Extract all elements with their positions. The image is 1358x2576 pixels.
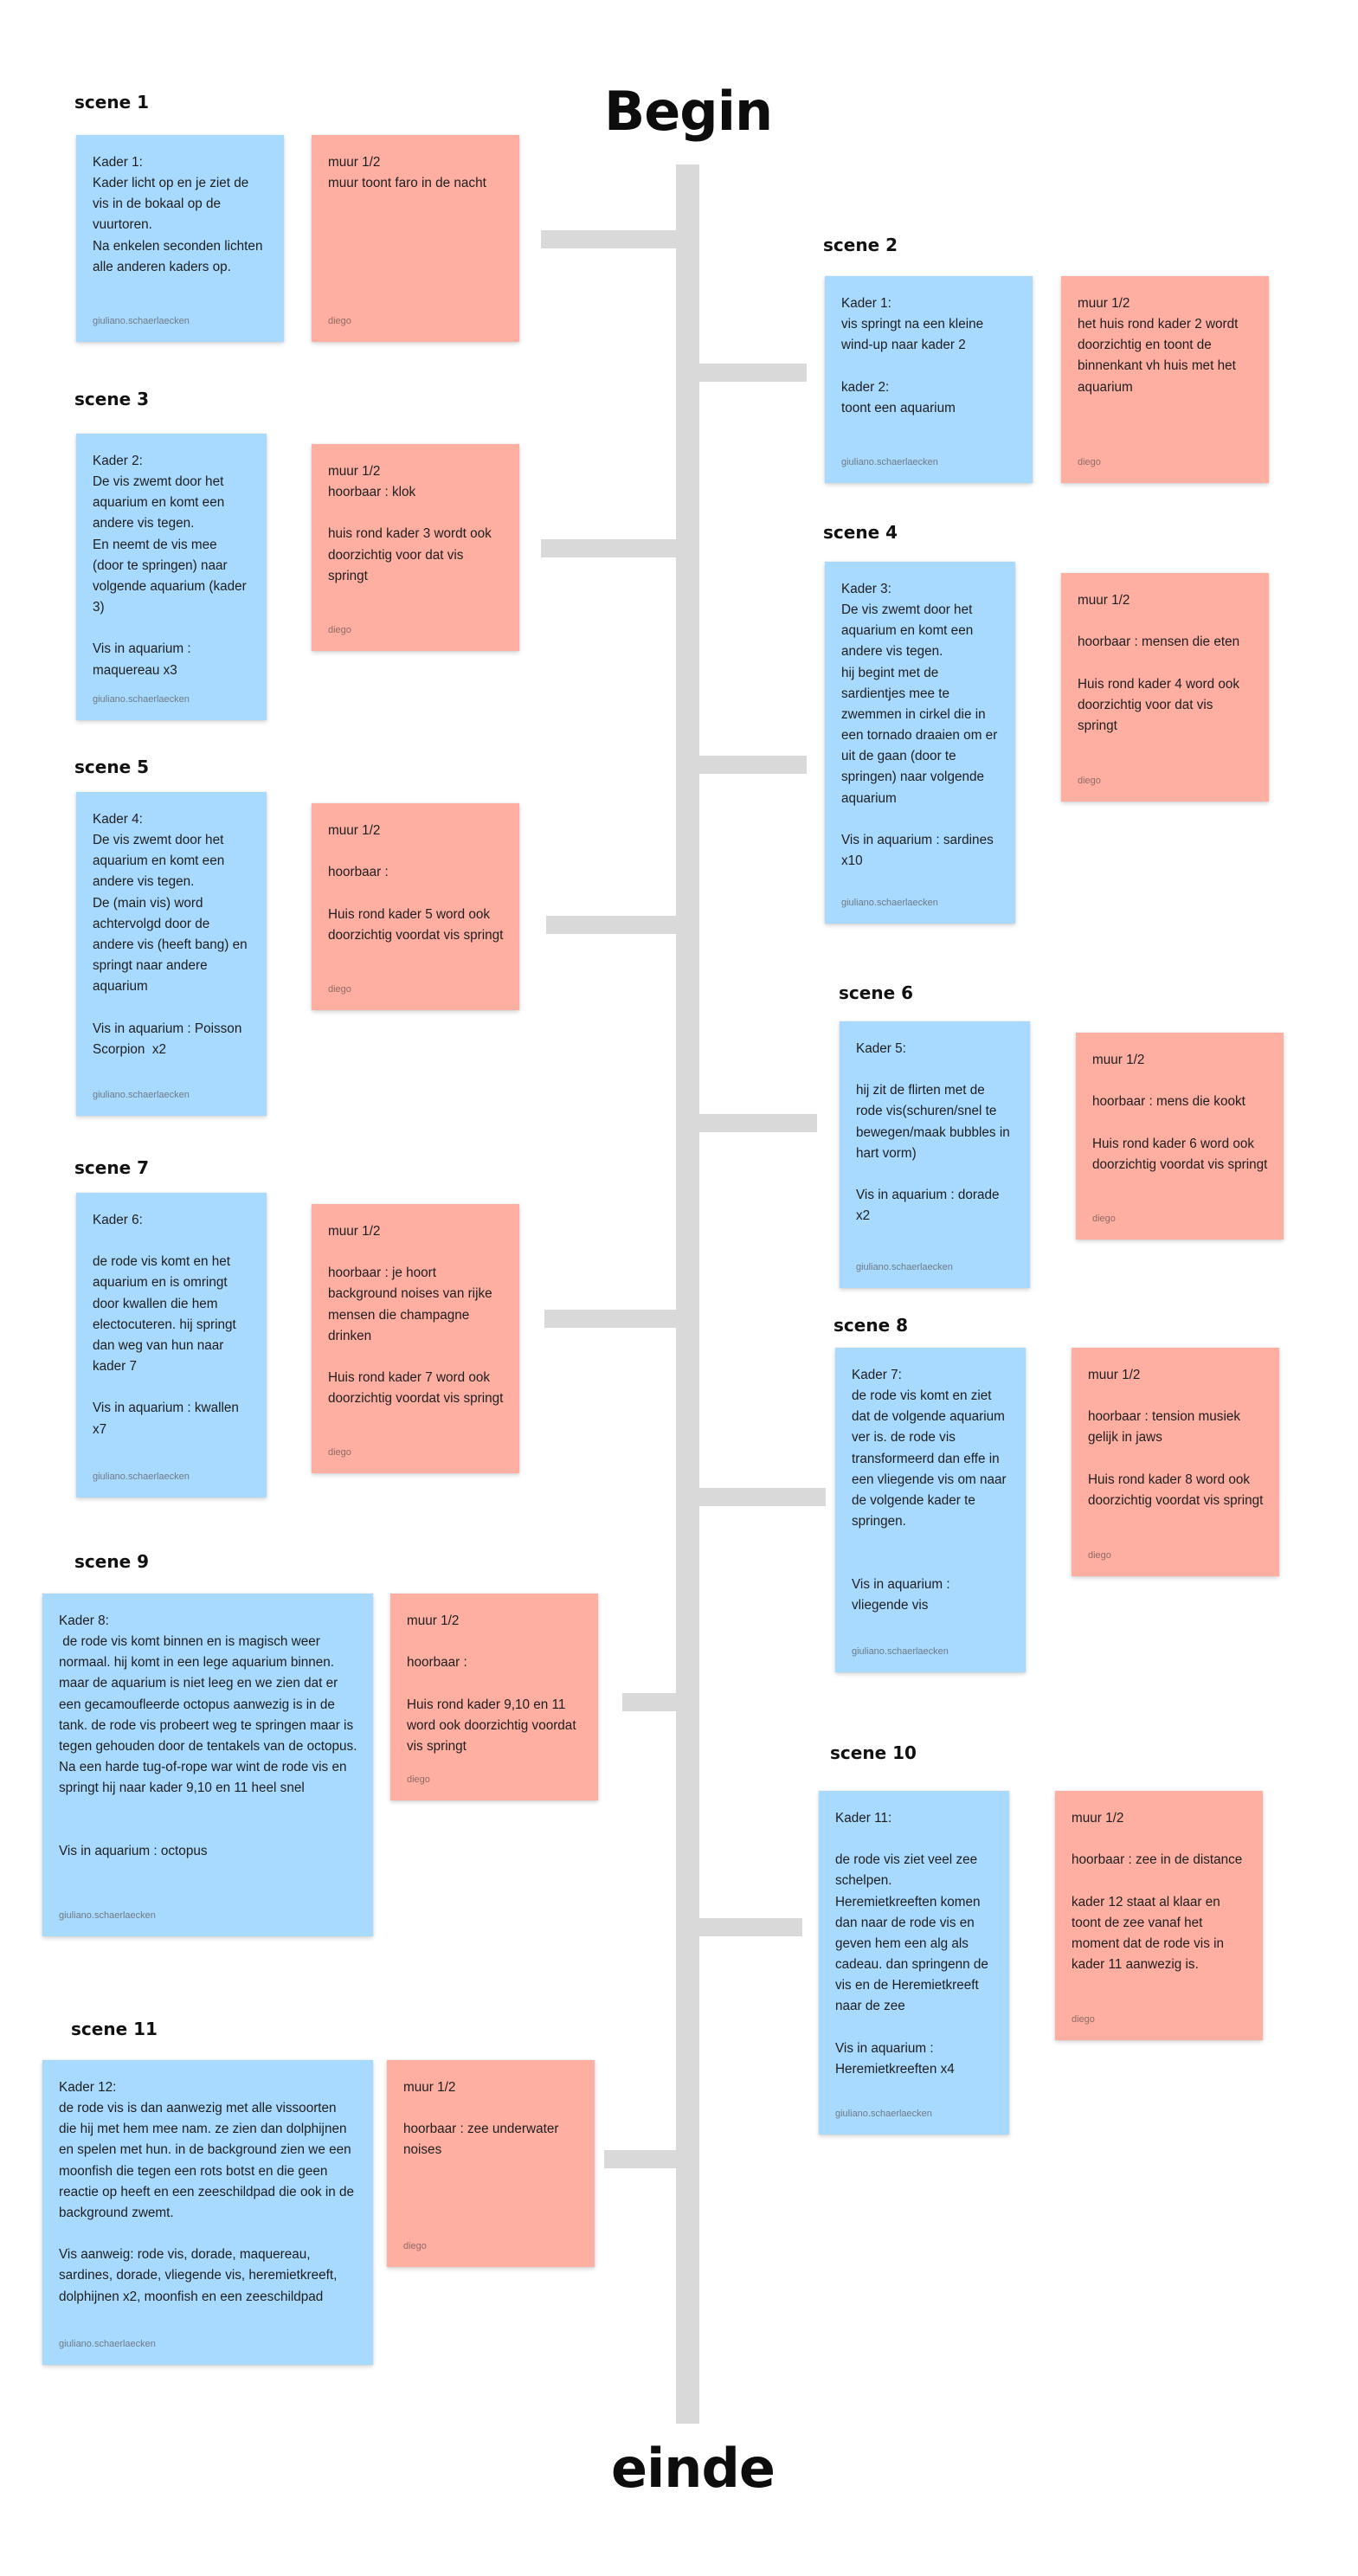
note-text: Kader 7: de rode vis komt en ziet dat de… bbox=[852, 1368, 1007, 1613]
timeline-branch-scene-10 bbox=[699, 1918, 802, 1936]
kader-sticky-note[interactable]: Kader 8: de rode vis komt binnen en is m… bbox=[42, 1594, 373, 1936]
scene-label: scene 4 bbox=[823, 522, 898, 543]
note-text: muur 1/2 hoorbaar : Huis rond kader 9,10… bbox=[407, 1613, 576, 1754]
note-author: diego bbox=[328, 984, 351, 995]
kader-sticky-note[interactable]: Kader 5: hij zit de flirten met de rode … bbox=[840, 1021, 1030, 1288]
timeline-spine bbox=[676, 164, 699, 2424]
note-text: Kader 12: de rode vis is dan aanwezig me… bbox=[59, 2080, 355, 2304]
timeline-branch-scene-4 bbox=[699, 756, 807, 774]
kader-sticky-note[interactable]: Kader 12: de rode vis is dan aanwezig me… bbox=[42, 2060, 373, 2365]
note-author: giuliano.schaerlaecken bbox=[93, 1472, 190, 1482]
kader-sticky-note[interactable]: Kader 1: Kader licht op en je ziet de vi… bbox=[76, 135, 284, 342]
note-author: diego bbox=[1092, 1214, 1116, 1224]
note-author: diego bbox=[1072, 2014, 1095, 2025]
timeline-branch-scene-11 bbox=[604, 2150, 676, 2168]
note-text: Kader 3: De vis zwemt door het aquarium … bbox=[841, 582, 998, 869]
timeline-branch-scene-7 bbox=[544, 1310, 676, 1328]
muur-sticky-note[interactable]: muur 1/2 hoorbaar : zee in de distance k… bbox=[1055, 1791, 1263, 2040]
note-text: Kader 5: hij zit de flirten met de rode … bbox=[856, 1041, 1010, 1224]
note-author: diego bbox=[328, 625, 351, 635]
scene-label: scene 3 bbox=[74, 389, 150, 409]
kader-sticky-note[interactable]: Kader 2: De vis zwemt door het aquarium … bbox=[76, 434, 267, 720]
timeline-branch-scene-1 bbox=[541, 230, 676, 248]
note-author: giuliano.schaerlaecken bbox=[852, 1646, 949, 1657]
note-text: muur 1/2 hoorbaar : mens die kookt Huis … bbox=[1092, 1053, 1268, 1172]
scene-label: scene 2 bbox=[823, 235, 898, 255]
note-text: muur 1/2 het huis rond kader 2 wordt doo… bbox=[1078, 296, 1239, 395]
note-text: muur 1/2 hoorbaar : je hoort background … bbox=[328, 1224, 504, 1407]
scene-label: scene 10 bbox=[830, 1742, 917, 1763]
note-author: giuliano.schaerlaecken bbox=[841, 898, 938, 908]
muur-sticky-note[interactable]: muur 1/2 hoorbaar : mens die kookt Huis … bbox=[1076, 1033, 1284, 1240]
note-text: muur 1/2 hoorbaar : tension musiek gelij… bbox=[1088, 1368, 1264, 1508]
kader-sticky-note[interactable]: Kader 1: vis springt na een kleine wind-… bbox=[825, 276, 1033, 483]
note-author: giuliano.schaerlaecken bbox=[59, 2339, 156, 2349]
note-author: giuliano.schaerlaecken bbox=[93, 1090, 190, 1100]
muur-sticky-note[interactable]: muur 1/2 hoorbaar : zee underwater noise… bbox=[387, 2060, 595, 2267]
note-author: diego bbox=[1078, 457, 1101, 467]
note-author: giuliano.schaerlaecken bbox=[93, 316, 190, 326]
muur-sticky-note[interactable]: muur 1/2 het huis rond kader 2 wordt doo… bbox=[1061, 276, 1269, 483]
muur-sticky-note[interactable]: muur 1/2 hoorbaar : je hoort background … bbox=[312, 1204, 519, 1473]
note-text: Kader 6: de rode vis komt en het aquariu… bbox=[93, 1213, 239, 1437]
note-author: diego bbox=[1088, 1550, 1111, 1561]
scene-label: scene 9 bbox=[74, 1551, 150, 1572]
kader-sticky-note[interactable]: Kader 3: De vis zwemt door het aquarium … bbox=[825, 562, 1015, 924]
note-text: Kader 11: de rode vis ziet veel zee sche… bbox=[835, 1811, 988, 2077]
muur-sticky-note[interactable]: muur 1/2 hoorbaar : tension musiek gelij… bbox=[1072, 1348, 1279, 1576]
title-begin: Begin bbox=[604, 80, 773, 143]
kader-sticky-note[interactable]: Kader 11: de rode vis ziet veel zee sche… bbox=[819, 1791, 1009, 2135]
timeline-branch-scene-5 bbox=[546, 916, 676, 934]
muur-sticky-note[interactable]: muur 1/2 hoorbaar : klok huis rond kader… bbox=[312, 444, 519, 651]
note-author: diego bbox=[1078, 776, 1101, 786]
note-text: muur 1/2 hoorbaar : mensen die eten Huis… bbox=[1078, 593, 1240, 733]
timeline-branch-scene-6 bbox=[699, 1114, 817, 1132]
note-text: Kader 1: Kader licht op en je ziet de vi… bbox=[93, 155, 263, 274]
timeline-branch-scene-9 bbox=[622, 1693, 676, 1711]
timeline-branch-scene-2 bbox=[699, 364, 807, 382]
note-author: giuliano.schaerlaecken bbox=[835, 2109, 932, 2119]
note-text: Kader 2: De vis zwemt door het aquarium … bbox=[93, 454, 247, 678]
scene-label: scene 11 bbox=[71, 2019, 158, 2039]
scene-label: scene 5 bbox=[74, 757, 150, 777]
note-author: diego bbox=[328, 316, 351, 326]
note-author: giuliano.schaerlaecken bbox=[59, 1910, 156, 1921]
muur-sticky-note[interactable]: muur 1/2 hoorbaar : mensen die eten Huis… bbox=[1061, 573, 1269, 802]
muur-sticky-note[interactable]: muur 1/2 hoorbaar : Huis rond kader 5 wo… bbox=[312, 803, 519, 1010]
title-einde: einde bbox=[611, 2437, 776, 2500]
scene-label: scene 1 bbox=[74, 92, 150, 113]
note-author: diego bbox=[403, 2241, 427, 2251]
timeline-branch-scene-3 bbox=[541, 539, 676, 557]
scene-label: scene 7 bbox=[74, 1157, 150, 1178]
note-text: muur 1/2 hoorbaar : klok huis rond kader… bbox=[328, 464, 492, 583]
kader-sticky-note[interactable]: Kader 7: de rode vis komt en ziet dat de… bbox=[835, 1348, 1026, 1672]
muur-sticky-note[interactable]: muur 1/2 muur toont faro in de nacht die… bbox=[312, 135, 519, 342]
timeline-branch-scene-8 bbox=[699, 1488, 826, 1506]
note-text: muur 1/2 hoorbaar : zee in de distance k… bbox=[1072, 1811, 1243, 1973]
note-text: Kader 8: de rode vis komt binnen en is m… bbox=[59, 1613, 357, 1858]
muur-sticky-note[interactable]: muur 1/2 hoorbaar : Huis rond kader 9,10… bbox=[390, 1594, 598, 1800]
scene-label: scene 8 bbox=[833, 1315, 909, 1336]
note-author: diego bbox=[328, 1447, 351, 1458]
note-text: muur 1/2 hoorbaar : zee underwater noise… bbox=[403, 2080, 559, 2158]
note-author: diego bbox=[407, 1774, 430, 1785]
note-text: muur 1/2 muur toont faro in de nacht bbox=[328, 155, 486, 191]
scene-label: scene 6 bbox=[839, 982, 914, 1003]
note-author: giuliano.schaerlaecken bbox=[841, 457, 938, 467]
note-text: muur 1/2 hoorbaar : Huis rond kader 5 wo… bbox=[328, 823, 504, 943]
kader-sticky-note[interactable]: Kader 6: de rode vis komt en het aquariu… bbox=[76, 1193, 267, 1497]
kader-sticky-note[interactable]: Kader 4: De vis zwemt door het aquarium … bbox=[76, 792, 267, 1116]
note-author: giuliano.schaerlaecken bbox=[93, 694, 190, 705]
note-text: Kader 1: vis springt na een kleine wind-… bbox=[841, 296, 984, 415]
note-text: Kader 4: De vis zwemt door het aquarium … bbox=[93, 812, 248, 1057]
note-author: giuliano.schaerlaecken bbox=[856, 1262, 953, 1272]
